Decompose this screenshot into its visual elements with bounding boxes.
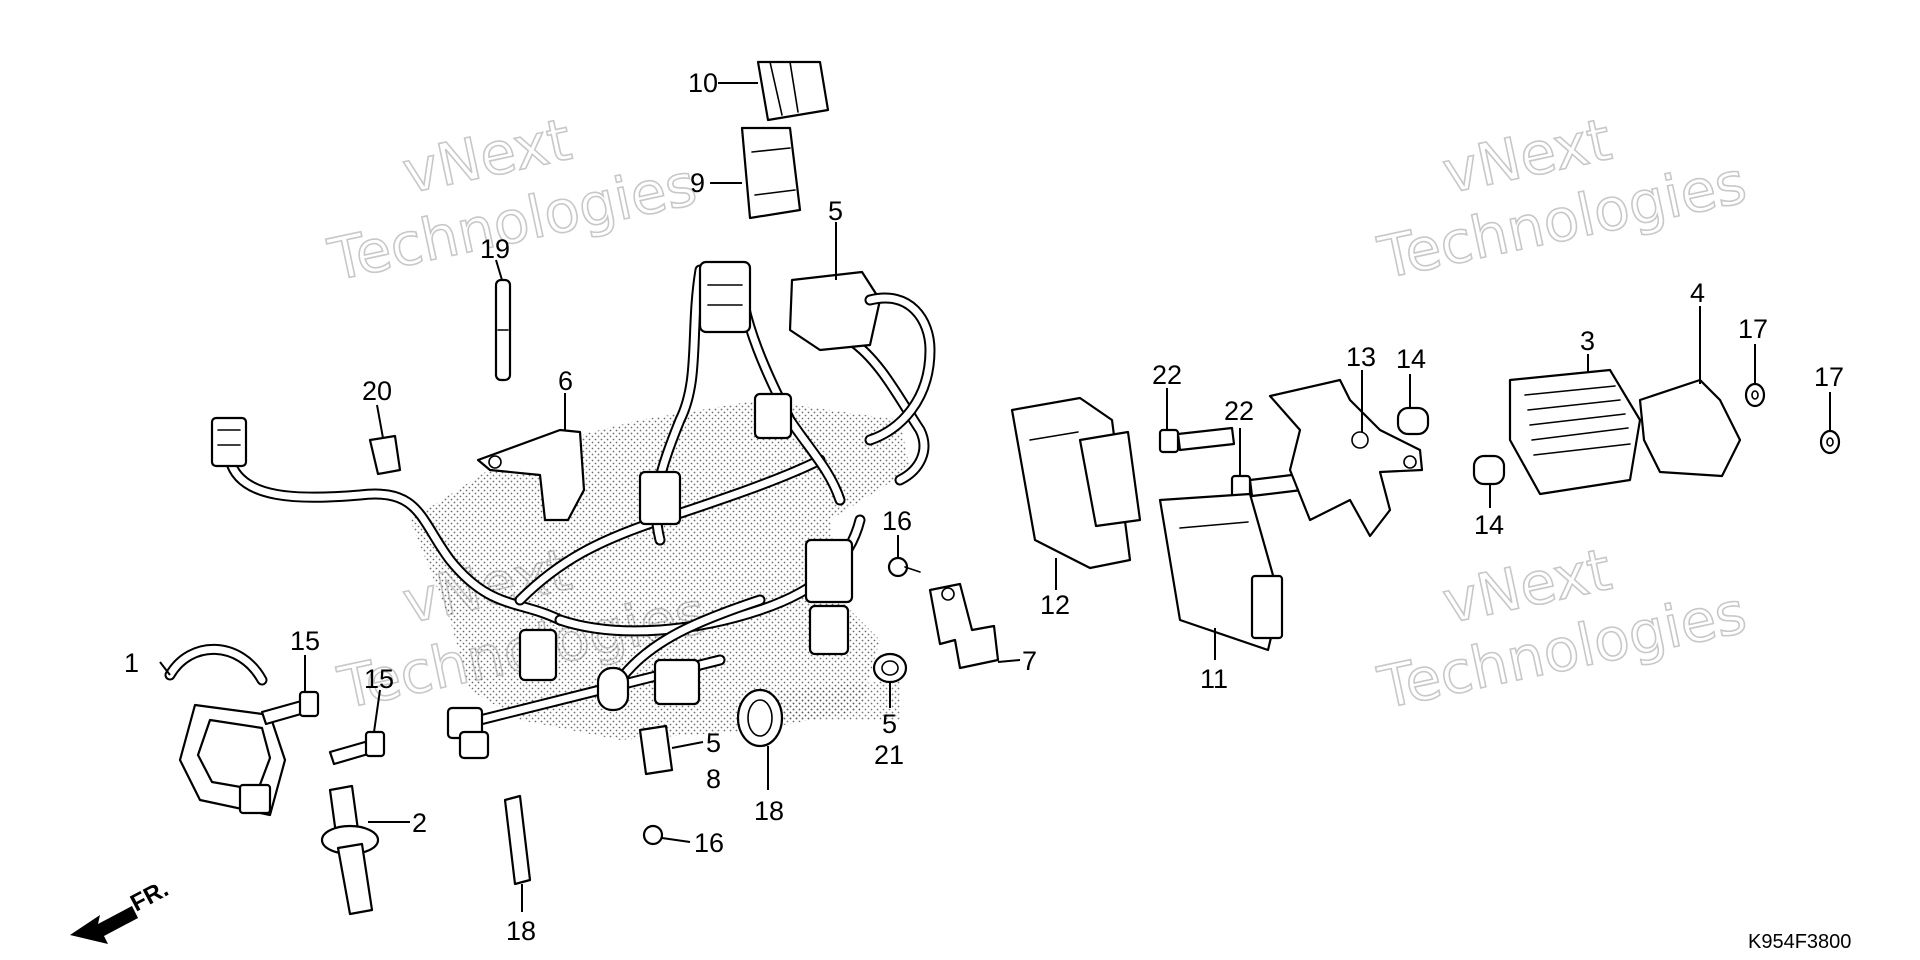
callouts: 10 9 5 19 20 6 1 15 15 2 16 7 5 21 5 8 1… — [124, 68, 1844, 946]
part-14-collar — [1472, 454, 1506, 486]
callout-17: 17 — [1738, 314, 1768, 344]
callout-16: 16 — [694, 828, 724, 858]
callout-1: 1 — [124, 648, 139, 678]
callout-10: 10 — [688, 68, 718, 98]
callout-9: 9 — [690, 168, 705, 198]
part-15-bolt — [260, 690, 320, 726]
part-10-connector-cover — [756, 60, 830, 122]
callout-18: 18 — [506, 916, 536, 946]
callout-5: 5 — [706, 728, 721, 758]
callout-15: 15 — [290, 626, 320, 656]
upper-coupler — [698, 260, 752, 334]
callout-17: 17 — [1814, 362, 1844, 392]
callout-12: 12 — [1040, 590, 1070, 620]
callout-16: 16 — [882, 506, 912, 536]
part-18-band — [503, 794, 532, 886]
callout-14: 14 — [1396, 344, 1426, 374]
harness-connectors — [446, 392, 854, 760]
callout-21: 21 — [874, 740, 904, 770]
callout-20: 20 — [362, 376, 392, 406]
part-17-washer — [1819, 429, 1841, 455]
part-12-ecu — [1010, 396, 1142, 570]
part-16-screw — [887, 556, 921, 578]
harness-connector-left — [210, 416, 248, 468]
callout-8: 8 — [706, 764, 721, 794]
part-11-control-unit — [1158, 492, 1284, 652]
part-2-plug-cap — [320, 784, 380, 916]
part-17-washer — [1744, 382, 1766, 408]
part-3-regulator — [1508, 368, 1642, 496]
callout-13: 13 — [1346, 342, 1376, 372]
callout-11: 11 — [1200, 664, 1228, 694]
callout-19: 19 — [480, 234, 510, 264]
part-5-mount-upper — [788, 270, 936, 446]
part-19-sensor — [494, 278, 512, 382]
part-16-screw — [642, 824, 664, 846]
part-14-collar — [1396, 406, 1430, 436]
callout-15: 15 — [364, 664, 394, 694]
part-15-bolt — [328, 730, 386, 766]
part-21-grommet — [872, 652, 908, 684]
harness-shadow — [780, 680, 900, 720]
part-13-bracket — [1268, 378, 1424, 538]
callout-14: 14 — [1474, 510, 1504, 540]
callout-4: 4 — [1690, 278, 1705, 308]
front-direction-arrow-icon: FR. — [70, 875, 173, 944]
diagram-code: K954F3800 — [1748, 931, 1851, 953]
part-18-band — [736, 688, 784, 748]
callout-22: 22 — [1224, 396, 1254, 426]
leader-lines — [159, 82, 1831, 912]
watermark: vNext Technologies — [1372, 534, 1753, 723]
callout-2: 2 — [412, 808, 427, 838]
part-7-bracket — [928, 582, 1000, 670]
callout-5: 5 — [882, 709, 897, 739]
callout-5: 5 — [828, 196, 843, 226]
callout-6: 6 — [558, 366, 573, 396]
callout-7: 7 — [1022, 646, 1037, 676]
part-20-clip — [368, 434, 402, 476]
part-6-bracket — [476, 428, 586, 522]
part-8-clip — [638, 724, 674, 776]
part-22-bolt — [1158, 426, 1236, 454]
part-4-plate — [1638, 378, 1742, 478]
part-9-relay — [740, 126, 802, 220]
part-1-ignition-coil — [164, 643, 287, 817]
callout-22: 22 — [1152, 360, 1182, 390]
callout-3: 3 — [1580, 326, 1595, 356]
watermark: vNext Technologies — [1372, 104, 1753, 293]
callout-18: 18 — [754, 796, 784, 826]
